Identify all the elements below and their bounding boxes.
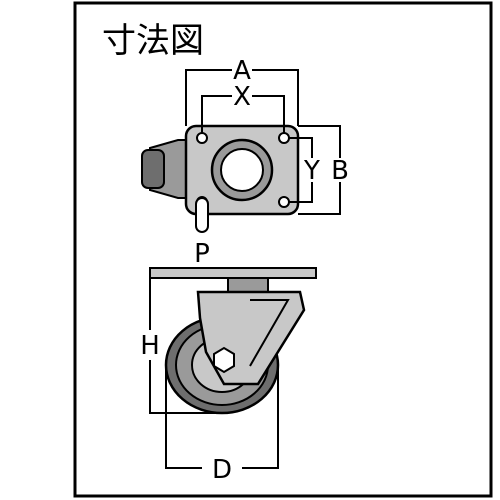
fork-arm-detail [249, 299, 290, 367]
label-p: P [194, 239, 210, 269]
brake-knob [141, 149, 165, 189]
bolt-hole-top-right [278, 132, 290, 144]
label-x: X [233, 82, 251, 112]
dimension-d [165, 365, 279, 469]
dimension-x [201, 95, 285, 134]
label-y: Y [303, 156, 320, 186]
dimension-a [185, 69, 299, 126]
side-view: H D [140, 267, 317, 485]
bolt-hole-top-left [196, 132, 208, 144]
label-h: H [140, 331, 160, 361]
dimension-b [298, 125, 341, 215]
side-top-plate [149, 267, 317, 279]
bolt-hole-bottom-right [278, 196, 290, 208]
top-view: A X Y B P [141, 56, 349, 269]
outer-frame [73, 1, 493, 498]
dimension-y [288, 137, 313, 203]
center-boss-inner [220, 148, 264, 192]
axle-nut [213, 346, 235, 374]
label-b: B [331, 156, 349, 186]
stopper-pedal [195, 197, 209, 233]
label-d: D [212, 455, 232, 485]
dimension-h [149, 268, 222, 414]
label-a: A [233, 56, 251, 86]
swivel-collar [227, 277, 269, 293]
diagram-title: 寸法図 [102, 21, 204, 61]
